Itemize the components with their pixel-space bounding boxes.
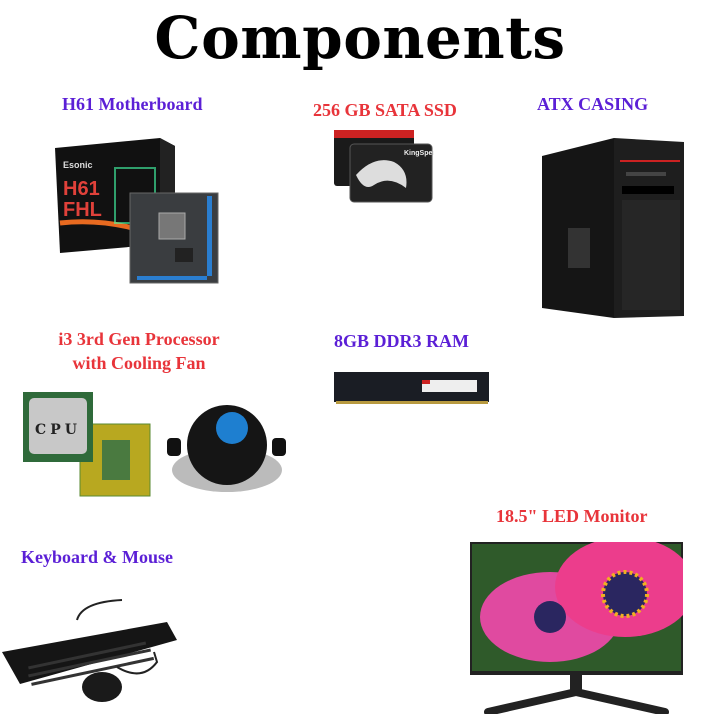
ram-stick-image [334,372,490,406]
motherboard-box-image: Esonic H61 FHL [55,138,225,288]
ssd-image: KingSpec [334,130,436,205]
svg-text:H61: H61 [63,178,100,200]
ssd-label: 256 GB SATA SSD [313,100,457,120]
svg-text:KingSpec: KingSpec [404,150,434,157]
processor-label: i3 3rd Gen Processor with Cooling Fan [34,329,244,374]
pc-case-image [542,138,684,318]
casing-label: ATX CASING [537,94,649,114]
svg-text:FHL: FHL [63,199,102,221]
monitor-label: 18.5" LED Monitor [496,506,648,526]
cpu-text: CPU [35,422,81,438]
motherboard-label: H61 Motherboard [62,94,203,114]
keyboard-mouse-label: Keyboard & Mouse [21,547,173,567]
keyboard-mouse-image [2,592,177,707]
processor-label-line2: with Cooling Fan [72,353,206,373]
box-brand-text: Esonic [63,160,93,170]
processor-label-line1: i3 3rd Gen Processor [58,329,220,349]
monitor-image [470,537,695,716]
ram-label: 8GB DDR3 RAM [334,331,469,351]
page-title: Components [154,4,566,72]
cpu-and-cooler-image: CPU [22,390,287,505]
